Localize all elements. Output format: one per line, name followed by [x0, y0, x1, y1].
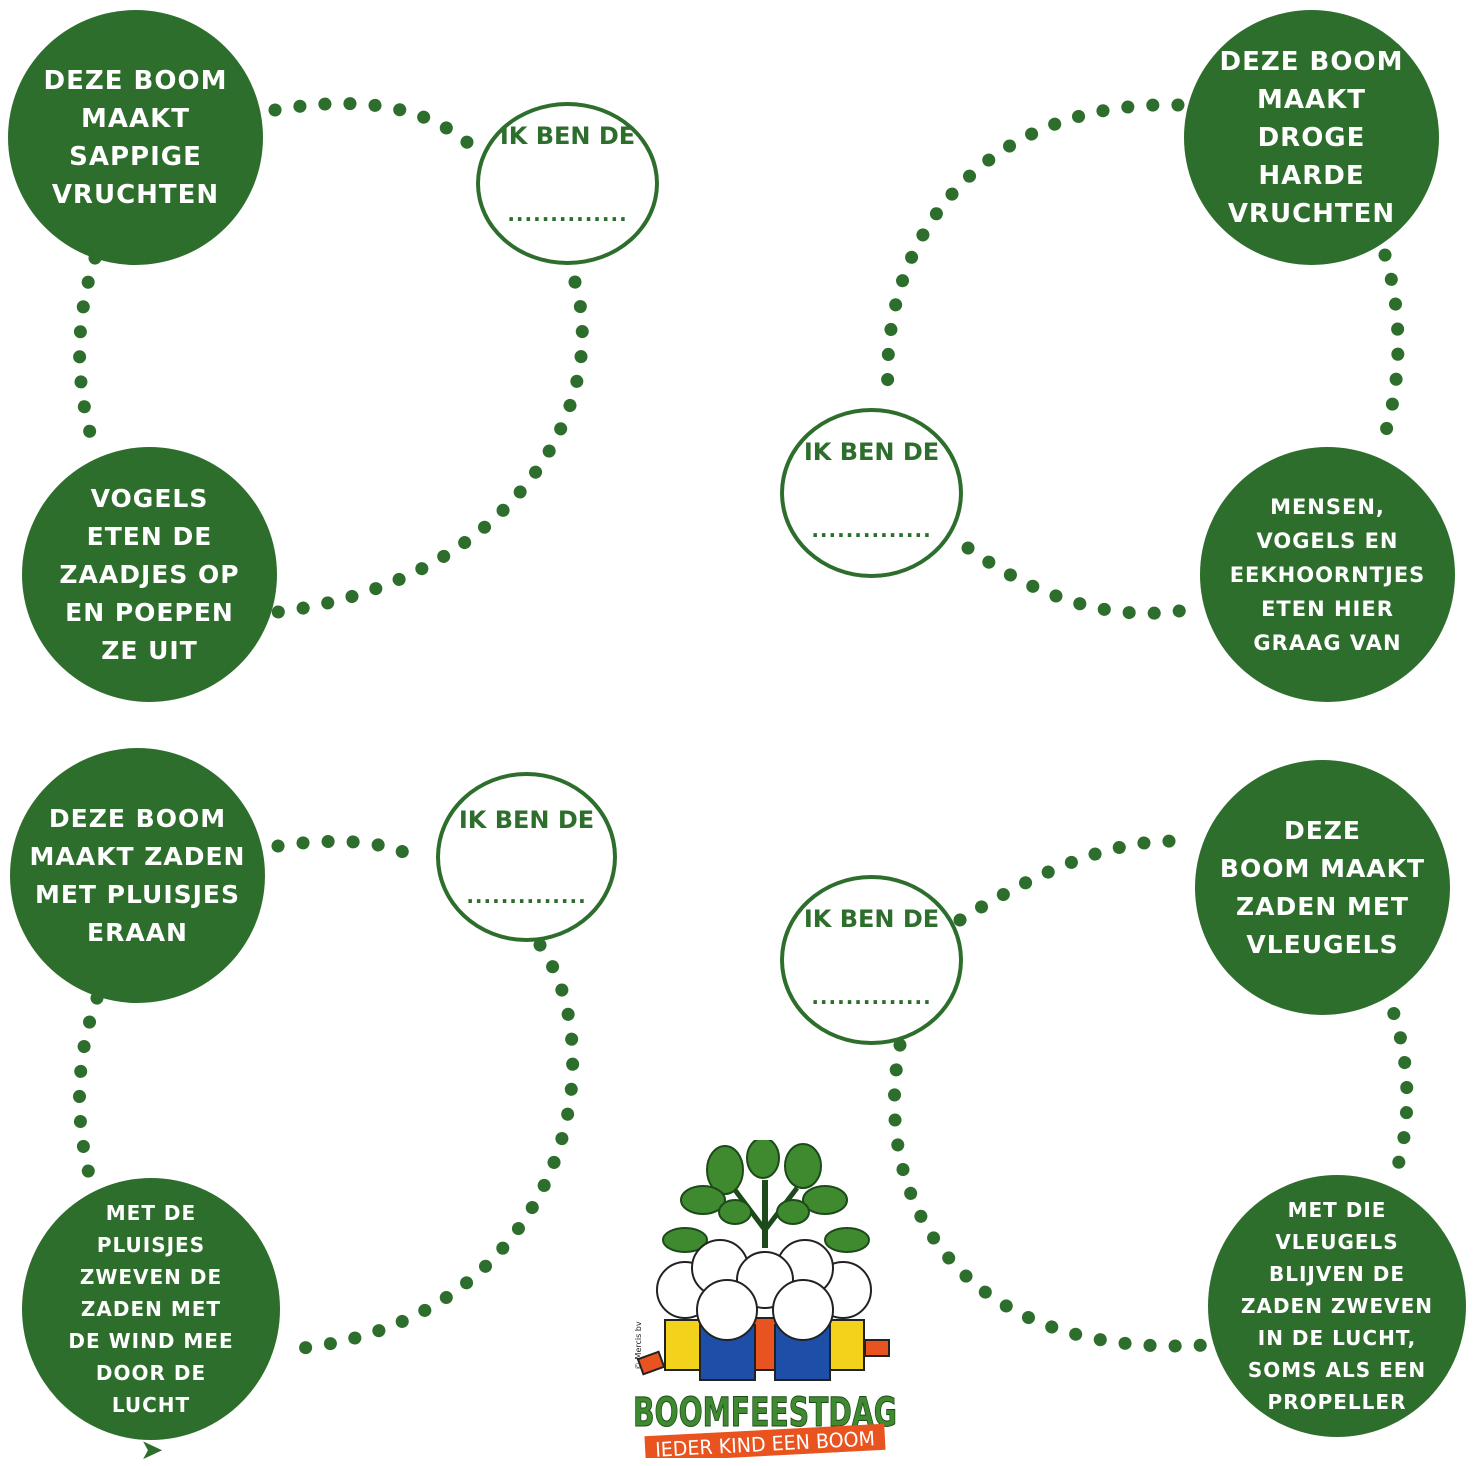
answer-blank-bottom-right[interactable]: ..............: [811, 985, 932, 1009]
disc-bottom-left-step1: Deze boom maakt zaden met pluisjes eraan: [10, 748, 265, 1003]
answer-blank-top-right[interactable]: ..............: [811, 518, 932, 542]
dots-top-left-c: [73, 251, 102, 447]
answer-prompt-bottom-left: Ik ben de: [458, 806, 595, 834]
dots-top-left-a: [268, 97, 485, 159]
dots-top-right-c: [961, 541, 1202, 620]
disc-top-left-step2: Vogels eten de zaadjes op en poepen ze u…: [22, 447, 277, 702]
disc-bottom-left-step2: Met de pluisjes zweven de zaden met de w…: [22, 1178, 280, 1440]
text-top-right-step2: Mensen, vogels en eekhoorntjes eten hier…: [1229, 494, 1426, 655]
text-bottom-left-step2: Met de pluisjes zweven de zaden met de w…: [68, 1201, 234, 1417]
dots-bottom-left-c: [73, 991, 104, 1185]
text-bottom-right-step2: Met die vleugels blijven de zaden zweven…: [1240, 1198, 1434, 1414]
disc-top-right-step1: Deze boom maakt droge harde vruchten: [1184, 10, 1439, 265]
boomfeestdag-logo: © Mercis bv BOOMFEESTDAG IEDER KIND EEN …: [633, 1140, 898, 1458]
text-bottom-right-step1: Deze boom maakt zaden met vleugels: [1219, 815, 1426, 959]
logo-copyright: © Mercis bv: [634, 1321, 643, 1370]
answer-prompt-top-left: Ik ben de: [499, 122, 636, 150]
disc-bottom-right-step2: Met die vleugels blijven de zaden zweven…: [1208, 1175, 1466, 1437]
dots-bottom-right-b: [1378, 983, 1414, 1182]
answer-prompt-bottom-right: Ik ben de: [803, 905, 940, 933]
answer-blank-top-left[interactable]: ..............: [507, 202, 628, 226]
answer-ring-top-left[interactable]: Ik ben de ..............: [476, 102, 659, 265]
dots-bottom-left-b: [275, 938, 580, 1357]
dots-top-right-b: [1376, 248, 1405, 447]
text-top-left-step2: Vogels eten de zaadjes op en poepen ze u…: [59, 483, 240, 665]
dots-top-right-a: [881, 98, 1185, 399]
answer-ring-top-right[interactable]: Ik ben de ..............: [780, 408, 963, 578]
answer-ring-bottom-right[interactable]: Ik ben de ..............: [780, 875, 963, 1045]
answer-blank-bottom-left[interactable]: ..............: [466, 884, 587, 908]
text-bottom-left-step1: Deze boom maakt zaden met pluisjes eraan: [29, 803, 246, 947]
leaf-arrow-icon: ➤: [140, 1433, 164, 1466]
dots-bottom-right-c: [887, 1038, 1212, 1353]
text-top-right-step1: Deze boom maakt droge harde vruchten: [1219, 46, 1404, 229]
answer-prompt-top-right: Ik ben de: [803, 438, 940, 466]
answer-ring-bottom-left[interactable]: Ik ben de ..............: [436, 772, 617, 942]
dots-top-left-b: [271, 275, 589, 619]
disc-top-left-step1: Deze boom maakt sappige vruchten: [8, 10, 263, 265]
text-top-left-step1: Deze boom maakt sappige vruchten: [43, 65, 228, 210]
dots-bottom-right-a: [953, 834, 1197, 927]
disc-bottom-right-step1: Deze boom maakt zaden met vleugels: [1195, 760, 1450, 1015]
disc-top-right-step2: Mensen, vogels en eekhoorntjes eten hier…: [1200, 447, 1455, 702]
dots-bottom-left-a: [271, 834, 417, 862]
